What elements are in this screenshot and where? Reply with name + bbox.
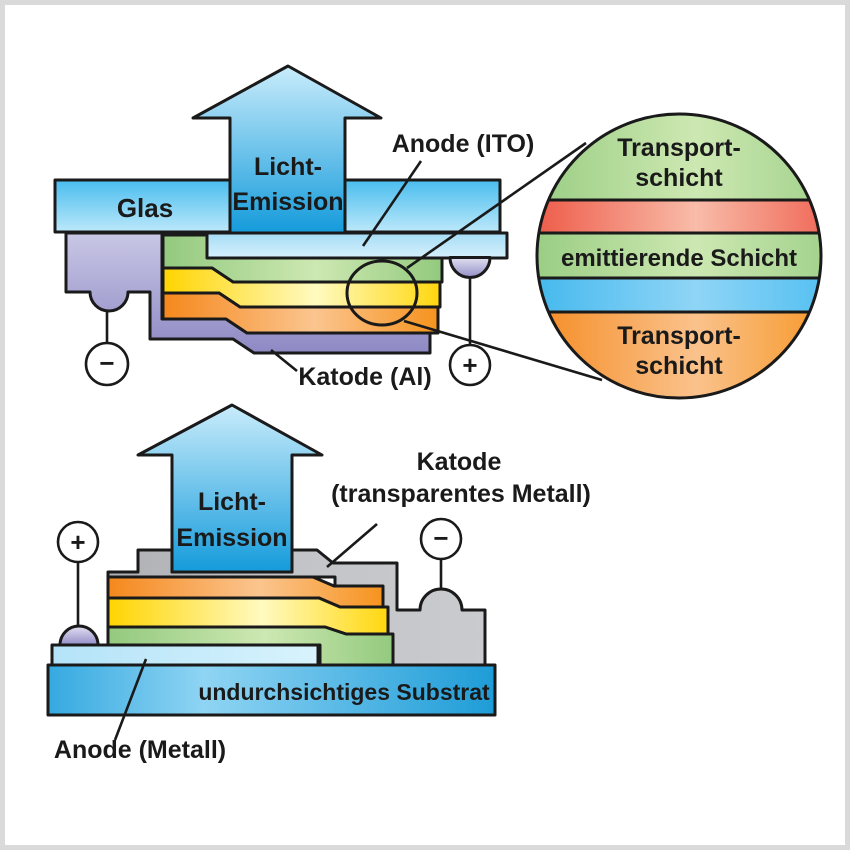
cathode-al-layer bbox=[64, 231, 432, 355]
plus-symbol-top: + bbox=[462, 350, 477, 380]
detail-emitting-label: emittierende Schicht bbox=[561, 245, 797, 272]
detail-transport-bottom-label-line1: Transport- bbox=[617, 322, 741, 350]
magnifier-circle bbox=[345, 259, 419, 327]
detail-blue-layer bbox=[537, 276, 821, 314]
plus-terminal-bottom bbox=[56, 520, 100, 564]
light-emission-label-bottom-line1: Licht- bbox=[198, 488, 266, 516]
detail-circle-outline bbox=[535, 112, 823, 400]
cathode-al-label: Katode (Al) bbox=[298, 363, 431, 391]
metal-anode-layer bbox=[50, 643, 320, 667]
light-emission-label-top-line2: Emission bbox=[232, 188, 343, 216]
minus-symbol-top: − bbox=[99, 348, 114, 378]
light-emission-label-bottom-line2: Emission bbox=[176, 524, 287, 552]
detail-transport-bottom-label-line2: schicht bbox=[635, 352, 723, 380]
bottom-diagram-top-emitting-oled: + − Licht- Emission Katode (transparente… bbox=[46, 403, 591, 764]
glass-label: Glas bbox=[117, 193, 173, 223]
cathode-al-pointer bbox=[270, 348, 298, 373]
top-diagram-bottom-emitting-oled: − + Glas Licht- Emission Anode (ITO) Kat… bbox=[53, 64, 603, 391]
anode-metal-label: Anode (Metall) bbox=[54, 736, 226, 764]
cathode-metal-label-line1: Katode bbox=[417, 448, 502, 476]
cathode-metal-label-line2: (transparentes Metall) bbox=[331, 480, 591, 508]
detail-connector-upper bbox=[406, 141, 587, 270]
minus-terminal-top bbox=[84, 341, 130, 387]
light-emission-label-top-line1: Licht- bbox=[254, 153, 322, 181]
detail-transport-top-label-line1: Transport- bbox=[617, 134, 741, 162]
detail-connector-lower bbox=[403, 319, 603, 382]
anode-metal-pointer bbox=[113, 658, 148, 741]
ito-anode-layer bbox=[205, 231, 509, 260]
anode-contact-bump-bottom bbox=[58, 624, 100, 647]
light-emission-arrow-top bbox=[191, 64, 383, 235]
light-emission-arrow-bottom bbox=[136, 403, 324, 574]
anode-ito-label: Anode (ITO) bbox=[392, 130, 535, 158]
plus-terminal-top bbox=[448, 343, 492, 387]
plus-symbol-bottom: + bbox=[70, 527, 85, 557]
minus-terminal-bottom bbox=[419, 517, 463, 561]
substrate-label: undurchsichtiges Substrat bbox=[198, 679, 490, 705]
anode-ito-pointer bbox=[361, 160, 423, 247]
detail-transport-top-label-line2: schicht bbox=[635, 164, 723, 192]
anode-contact-bump bbox=[448, 256, 492, 279]
cathode-metal-pointer bbox=[326, 523, 378, 568]
detail-red-layer bbox=[537, 198, 821, 235]
minus-symbol-bottom: − bbox=[433, 523, 448, 553]
